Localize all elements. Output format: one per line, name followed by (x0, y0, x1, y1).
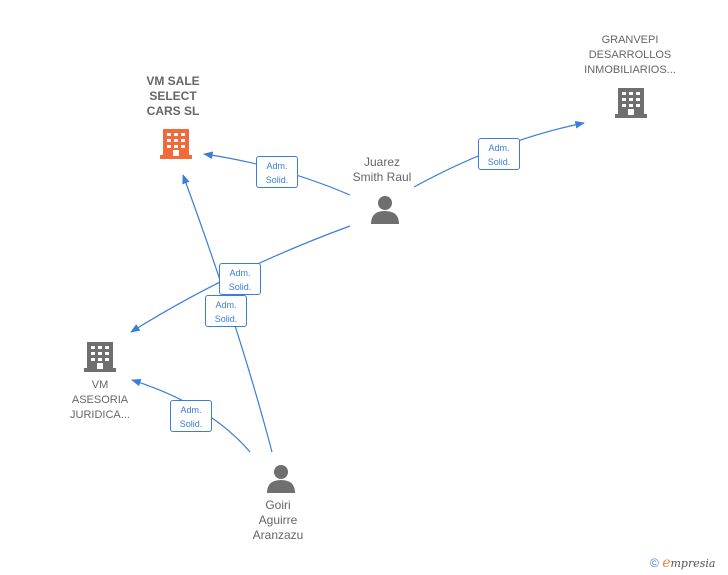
badge-type: Solid. (179, 419, 203, 429)
brand-logo-letter: e (662, 555, 671, 571)
brand-name: mpresia (670, 557, 716, 570)
granvepi-label[interactable]: GRANVEPI DESARROLLOS INMOBILIARIOS... (570, 33, 690, 78)
badge-role: Adm. (215, 300, 237, 310)
badge-role: Adm. (180, 405, 202, 415)
edge-badge-goiri-vm-sale[interactable]: Adm. Solid. (205, 295, 247, 327)
badge-type: Solid. (265, 175, 289, 185)
vm-asesoria-label-line-3: JURIDICA... (70, 409, 130, 421)
goiri-person-icon[interactable] (266, 463, 296, 493)
copyright-symbol: © (650, 556, 659, 570)
empresia-brand: © empresia (650, 555, 715, 571)
edge-badge-juarez-vm-asesoria[interactable]: Adm. Solid. (219, 263, 261, 295)
vm-sale-label-line-1: VM SALE (146, 74, 200, 88)
juarez-label-line-1: Juarez (363, 155, 401, 169)
granvepi-label-line-2: DESARROLLOS (588, 49, 672, 61)
vm-sale-label-line-2: SELECT (149, 89, 197, 103)
edge-badge-juarez-vm-sale[interactable]: Adm. Solid. (256, 156, 298, 188)
goiri-label-line-3: Aranzazu (252, 528, 304, 542)
badge-role: Adm. (229, 268, 251, 278)
juarez-person-icon[interactable] (370, 194, 400, 224)
badge-role: Adm. (488, 143, 510, 153)
edge-badge-goiri-vm-asesoria[interactable]: Adm. Solid. (170, 400, 212, 432)
goiri-label-line-2: Aguirre (258, 513, 298, 527)
vm-asesoria-label-line-1: VM (91, 379, 109, 391)
vm-asesoria-building-icon[interactable] (84, 338, 116, 372)
vm-sale-building-icon[interactable] (160, 125, 192, 159)
granvepi-building-icon[interactable] (615, 84, 647, 118)
badge-type: Solid. (214, 314, 238, 324)
goiri-label-line-1: Goiri (265, 498, 291, 512)
vm-sale-label[interactable]: VM SALE SELECT CARS SL (118, 74, 228, 119)
vm-sale-label-line-3: CARS SL (146, 104, 200, 118)
granvepi-label-line-1: GRANVEPI (601, 34, 659, 46)
goiri-label[interactable]: Goiri Aguirre Aranzazu (228, 498, 328, 543)
granvepi-label-line-3: INMOBILIARIOS... (584, 64, 676, 76)
juarez-label[interactable]: Juarez Smith Raul (332, 155, 432, 185)
vm-asesoria-label[interactable]: VM ASESORIA JURIDICA... (50, 378, 150, 423)
badge-role: Adm. (266, 161, 288, 171)
badge-type: Solid. (228, 282, 252, 292)
edge-badge-juarez-granvepi[interactable]: Adm. Solid. (478, 138, 520, 170)
badge-type: Solid. (487, 157, 511, 167)
juarez-label-line-2: Smith Raul (352, 170, 412, 184)
vm-asesoria-label-line-2: ASESORIA (71, 394, 129, 406)
